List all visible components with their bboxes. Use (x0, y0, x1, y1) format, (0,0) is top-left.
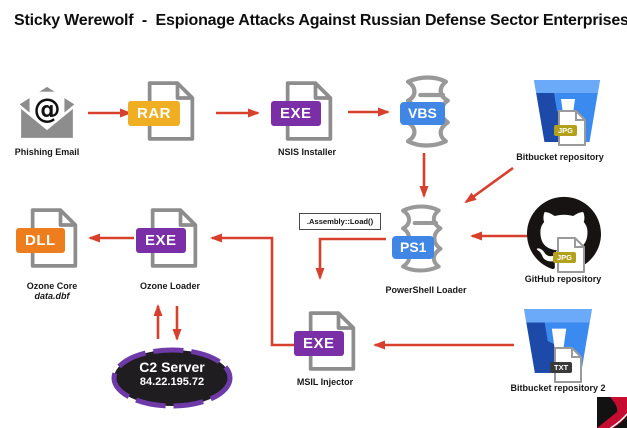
arrow-ps1-to-msil (315, 237, 386, 280)
ozone-loader-label: Ozone Loader (139, 281, 200, 291)
bitbucket-repo-1-label: Bitbucket repository (516, 152, 604, 162)
ozone-core-node: DLL (11, 205, 81, 271)
msil-injector-node: EXE (289, 308, 359, 374)
exe-badge: EXE (271, 101, 321, 126)
nsis-installer-label: NSIS Installer (277, 147, 337, 157)
github-repo-label: GitHub repository (524, 274, 602, 284)
phishing-email-label: Phishing Email (14, 147, 80, 157)
txt-file-overlay: TXT (550, 346, 583, 384)
rar-archive-node: RAR (128, 78, 198, 144)
jpg-badge: JPG (553, 252, 577, 263)
exe-badge: EXE (294, 331, 344, 356)
jpg-file-overlay: JPG (553, 236, 586, 274)
txt-badge: TXT (550, 362, 573, 373)
arrow-msil-to-ozoneloader (210, 233, 296, 347)
diagram-title: Sticky Werewolf - Espionage Attacks Agai… (14, 12, 627, 29)
rar-badge: RAR (128, 101, 180, 126)
ozone-loader-node: EXE (131, 205, 201, 271)
vbs-script-node: VBS (392, 74, 462, 152)
assembly-load-note: .Assembly::Load() (299, 213, 381, 230)
powershell-loader-node: PS1 (388, 204, 458, 282)
ozone-core-filename: data.dbf (34, 291, 70, 301)
brand-logo-icon (597, 397, 627, 428)
ozone-core-title: Ozone Core (26, 281, 78, 291)
c2-server-node: C2 Server 84.22.195.72 (109, 346, 235, 410)
c2-server-ip: 84.22.195.72 (139, 376, 205, 388)
bitbucket-repo-2-label: Bitbucket repository 2 (510, 383, 606, 393)
c2-server-name: C2 Server (139, 359, 205, 375)
dll-badge: DLL (16, 228, 65, 253)
powershell-loader-label: PowerShell Loader (385, 285, 467, 295)
github-repo-node: JPG (527, 196, 601, 273)
arrow-bitbucket1-to-ps1 (464, 166, 514, 204)
bitbucket-repo-2-node: TXT (521, 306, 595, 383)
bitbucket-repo-1-node: JPG (531, 76, 603, 148)
email-icon: @ (18, 86, 76, 141)
c2-server-text: C2 Server 84.22.195.72 (109, 359, 235, 389)
phishing-email-node: @ (16, 84, 78, 142)
ozone-core-label: Ozone Core data.dbf (0, 281, 117, 301)
c2-ellipse (111, 347, 233, 409)
jpg-file-overlay: JPG (554, 109, 587, 147)
exe-badge: EXE (136, 228, 186, 253)
ps1-badge: PS1 (392, 236, 435, 259)
jpg-badge: JPG (554, 125, 578, 136)
msil-injector-label: MSIL Injector (296, 377, 354, 387)
brand-logo (597, 397, 627, 428)
nsis-installer-node: EXE (266, 78, 336, 144)
vbs-badge: VBS (400, 102, 445, 125)
